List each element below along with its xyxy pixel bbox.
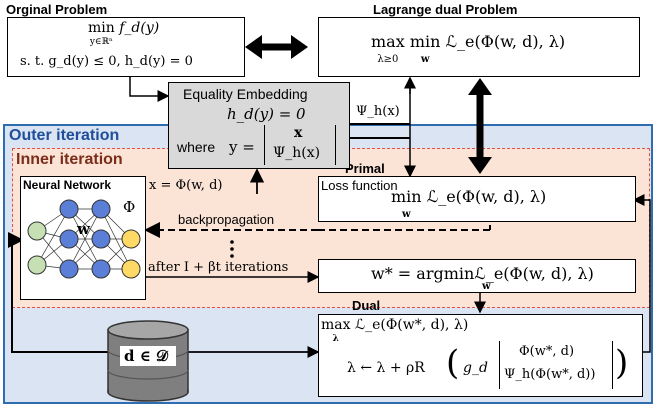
database-label: d ∈ 𝒟 [124,347,169,365]
dual-min-subscript: w [420,54,430,65]
equivalence-arrow-horizontal [245,35,308,59]
dual-update-max-subscript: λ [332,334,339,344]
original-problem-box: min y∈ℝⁿ f_d(y) s. t. g_d(y) ≤ 0, h_d(y)… [7,17,245,77]
argmin-subscript: w [482,281,491,292]
dual-update-max-operator: max [321,317,351,333]
dual-problem-box: max λ≥0 min w ℒ_e(Φ(w, d), λ) [318,17,640,77]
embedding-title: Equality Embedding [183,86,308,102]
embedding-equation: h_d(y) = 0 [227,105,306,123]
hidden-node [59,259,79,279]
network-weights-label: w [77,220,90,238]
dual-max-operator: max [371,32,405,51]
embedding-where: where [177,139,216,155]
dual-update-paren-close: ) [615,343,629,383]
dual-update-vector-bracket [499,341,613,389]
dual-update-box: max λ ℒ_e(Φ(w*, d), λ) λ ← λ + ρR ( g_d … [318,314,643,397]
hidden-node [59,199,79,219]
argmin-box: w* = argminℒ_e(Φ(w, d), λ) w [318,259,636,293]
argmin-lhs: w* = argmin [371,264,475,283]
neural-network-box: Neural Network w Φ [20,176,146,300]
neural-network-title: Neural Network [23,178,112,192]
loss-function-box: Loss function min w ℒ_e(Φ(w, d), λ) [318,176,636,222]
loss-min-operator: min [391,187,422,206]
loss-min-subscript: w [401,209,411,220]
hidden-node [91,259,111,279]
dual-update-g: g_d [463,360,488,376]
psi-label: Ψ_h(x) [356,104,400,119]
hidden-node [59,229,79,249]
input-node [27,255,47,275]
loss-objective: ℒ_e(Φ(w, d), λ) [426,187,547,206]
database-label-bg [120,346,176,366]
embedding-y-lhs: y = [229,138,255,156]
dual-objective: ℒ_e(Φ(w, d), λ) [445,32,566,51]
original-min-subscript: y∈ℝⁿ [89,37,113,47]
dual-label: Dual [352,298,381,313]
embedding-vector-top: x [294,125,303,141]
embedding-vector-bracket [264,125,336,165]
dual-update-vector-top: Φ(w*, d) [519,344,575,359]
equivalence-arrow-vertical [468,78,492,174]
network-output-label: x = Φ(w, d) [149,178,223,193]
dual-update-paren-open: ( [446,343,460,383]
dual-update-vector-bottom: Ψ_h(Φ(w*, d)) [504,367,596,382]
original-min-operator: min [88,20,115,36]
neural-network-graph [27,199,141,279]
dual-update-objective: ℒ_e(Φ(w*, d), λ) [354,317,469,333]
argmin-objective: ℒ_e(Φ(w, d), λ) [474,264,594,283]
loss-function-title: Loss function [321,178,398,193]
primal-label: Primal [345,161,385,176]
dual-min-operator: min [409,32,441,51]
equality-embedding-box: Equality Embedding h_d(y) = 0 where y = … [168,82,350,169]
input-node [27,221,47,241]
outer-iteration-label: Outer iteration [9,127,120,144]
dual-problem-title: Lagrange dual Problem [373,2,518,17]
inner-iteration-label: Inner iteration [16,151,123,168]
iteration-count-label: after I + βt iterations [148,260,289,275]
hidden-node [91,229,111,249]
backpropagation-label: backpropagation [178,212,275,227]
original-problem-title: Orginal Problem [6,2,108,17]
dual-update-rule: λ ← λ + ρR [347,360,425,376]
original-constraints: s. t. g_d(y) ≤ 0, h_d(y) = 0 [20,54,193,69]
original-objective: f_d(y) [119,20,160,36]
embedding-vector-bottom: Ψ_h(x) [273,145,321,161]
output-node [121,259,141,279]
output-node [121,229,141,249]
hidden-node [91,199,111,219]
network-phi-label: Φ [123,198,136,216]
dual-max-subscript: λ≥0 [377,54,399,65]
